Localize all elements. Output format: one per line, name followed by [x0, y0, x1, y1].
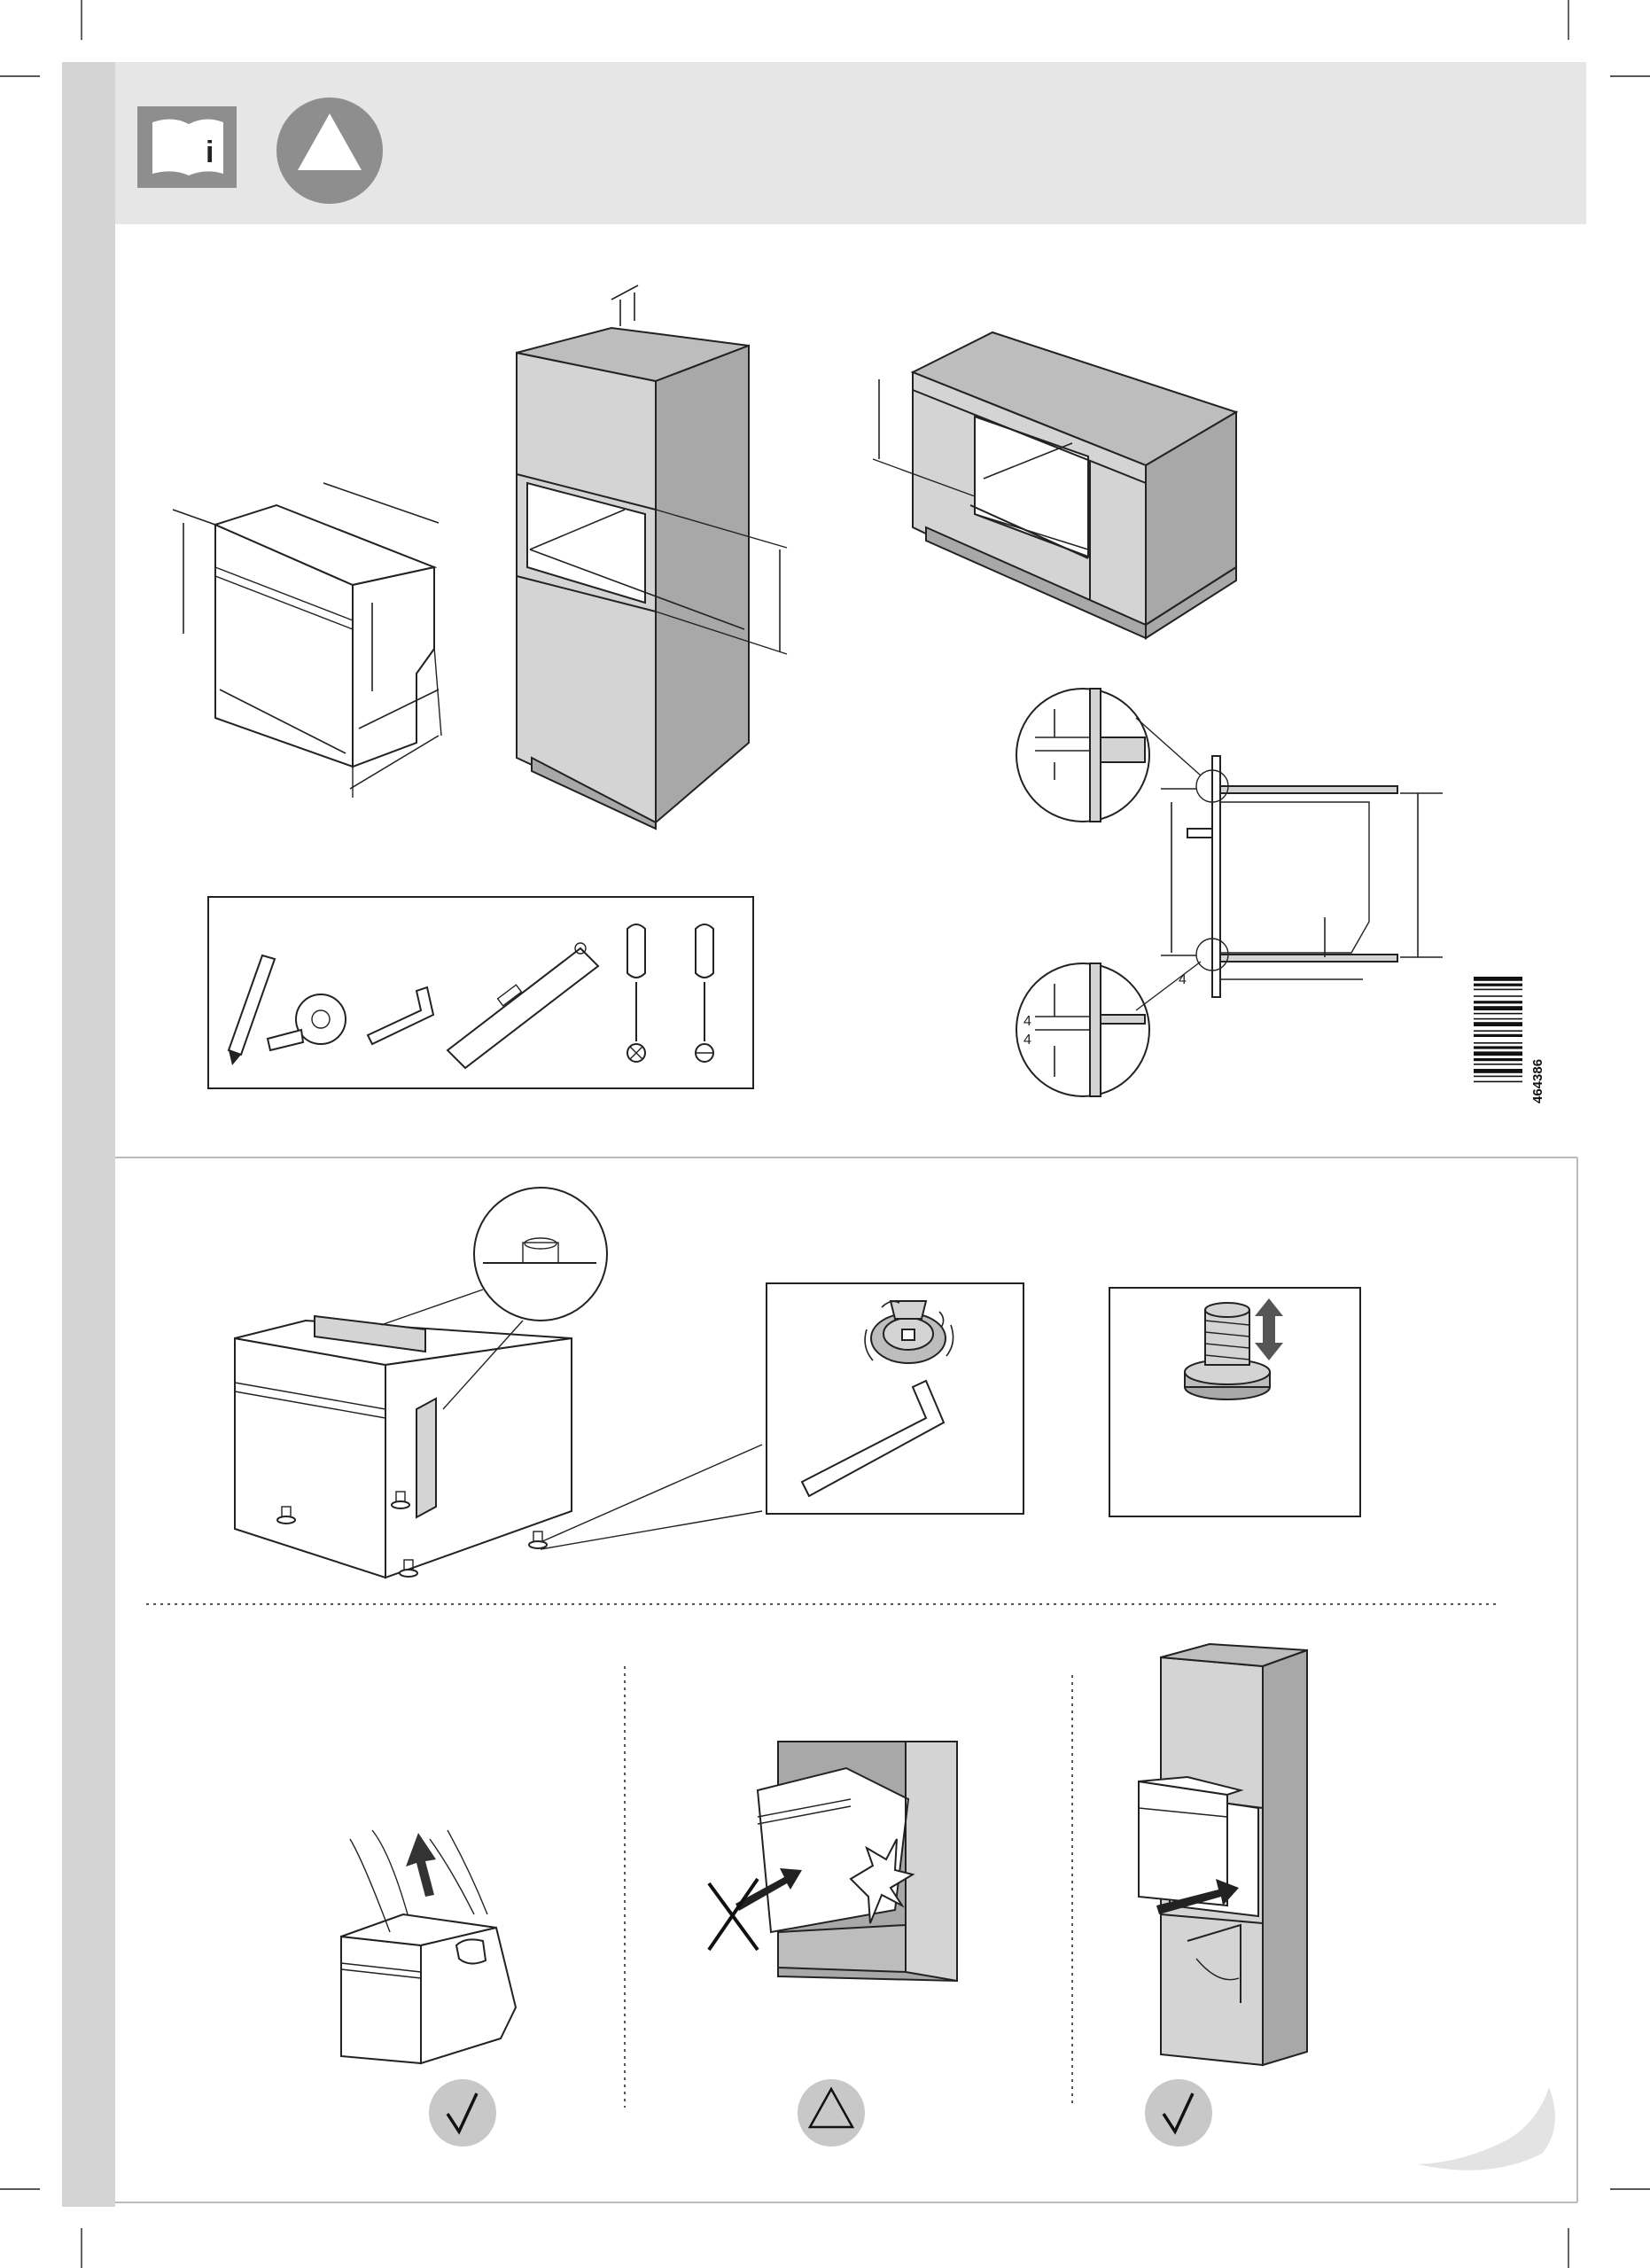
niche-section-detail: 4 4 4: [1016, 689, 1443, 1096]
barcode-bar: [1474, 1064, 1522, 1065]
hex-key-icon: [368, 987, 433, 1044]
tape-measure-icon: [268, 994, 346, 1050]
wrong-insertion-drawing: [709, 1742, 957, 1981]
barcode-bar: [1474, 1058, 1522, 1061]
lift-appliance-drawing: [341, 1830, 516, 2063]
side-value-label: 4: [1179, 972, 1187, 987]
warning-badge-middle: [798, 2079, 865, 2147]
tall-cabinet-drawing: [517, 285, 787, 829]
barcode-number: 464386: [1530, 1059, 1545, 1103]
barcode-bar: [1474, 984, 1522, 986]
foot-adjust-box: [767, 1283, 1023, 1514]
barcode-bar: [1474, 995, 1522, 997]
hex-key-icon-large: [802, 1381, 944, 1496]
gap-top-label: 4: [1023, 1014, 1031, 1029]
barcode-bar: [1474, 1001, 1522, 1003]
flat-screwdriver-icon: [696, 924, 713, 1062]
barcode-bar: [1474, 1051, 1522, 1056]
barcode-bar: [1474, 1034, 1522, 1037]
check-badge-right: [1145, 2079, 1212, 2147]
barcode-bar: [1474, 1030, 1522, 1032]
barcode-bar: [1474, 1076, 1522, 1078]
book-info-icon: i: [137, 106, 237, 188]
barcode: 464386: [1474, 977, 1545, 1103]
base-cabinet-drawing: [873, 332, 1236, 638]
adjustable-foot-top-icon: [871, 1301, 946, 1363]
spirit-level-icon: [448, 943, 598, 1068]
gap-bottom-label: 4: [1023, 1033, 1031, 1048]
pencil-icon: [229, 955, 275, 1065]
check-badge-left: [429, 2079, 496, 2147]
barcode-bar: [1474, 1018, 1522, 1020]
correct-insertion-drawing: [1139, 1644, 1307, 2065]
barcode-bar: [1474, 1069, 1522, 1073]
phillips-screwdriver-icon: [627, 924, 645, 1062]
page-curl-decoration: [1418, 2087, 1555, 2171]
foot-height-box: [1109, 1288, 1360, 1516]
barcode-bar: [1474, 989, 1522, 991]
left-sidebar: [62, 62, 115, 2207]
tools-box: [208, 897, 753, 1088]
barcode-bar: [1474, 1022, 1522, 1026]
barcode-bar: [1474, 1081, 1522, 1083]
barcode-bar: [1474, 1042, 1522, 1044]
up-down-arrow-icon: [1255, 1298, 1283, 1360]
appliance-dimension-drawing: [173, 483, 441, 798]
adjustable-foot-side-icon: [1185, 1303, 1270, 1399]
barcode-bar: [1474, 1013, 1522, 1015]
barcode-bar: [1474, 977, 1522, 981]
info-letter: i: [206, 136, 214, 169]
barcode-bar: [1474, 1006, 1522, 1010]
levelling-appliance-drawing: [235, 1188, 762, 1578]
warning-triangle-icon: [276, 97, 383, 204]
barcode-bar: [1474, 1046, 1522, 1048]
